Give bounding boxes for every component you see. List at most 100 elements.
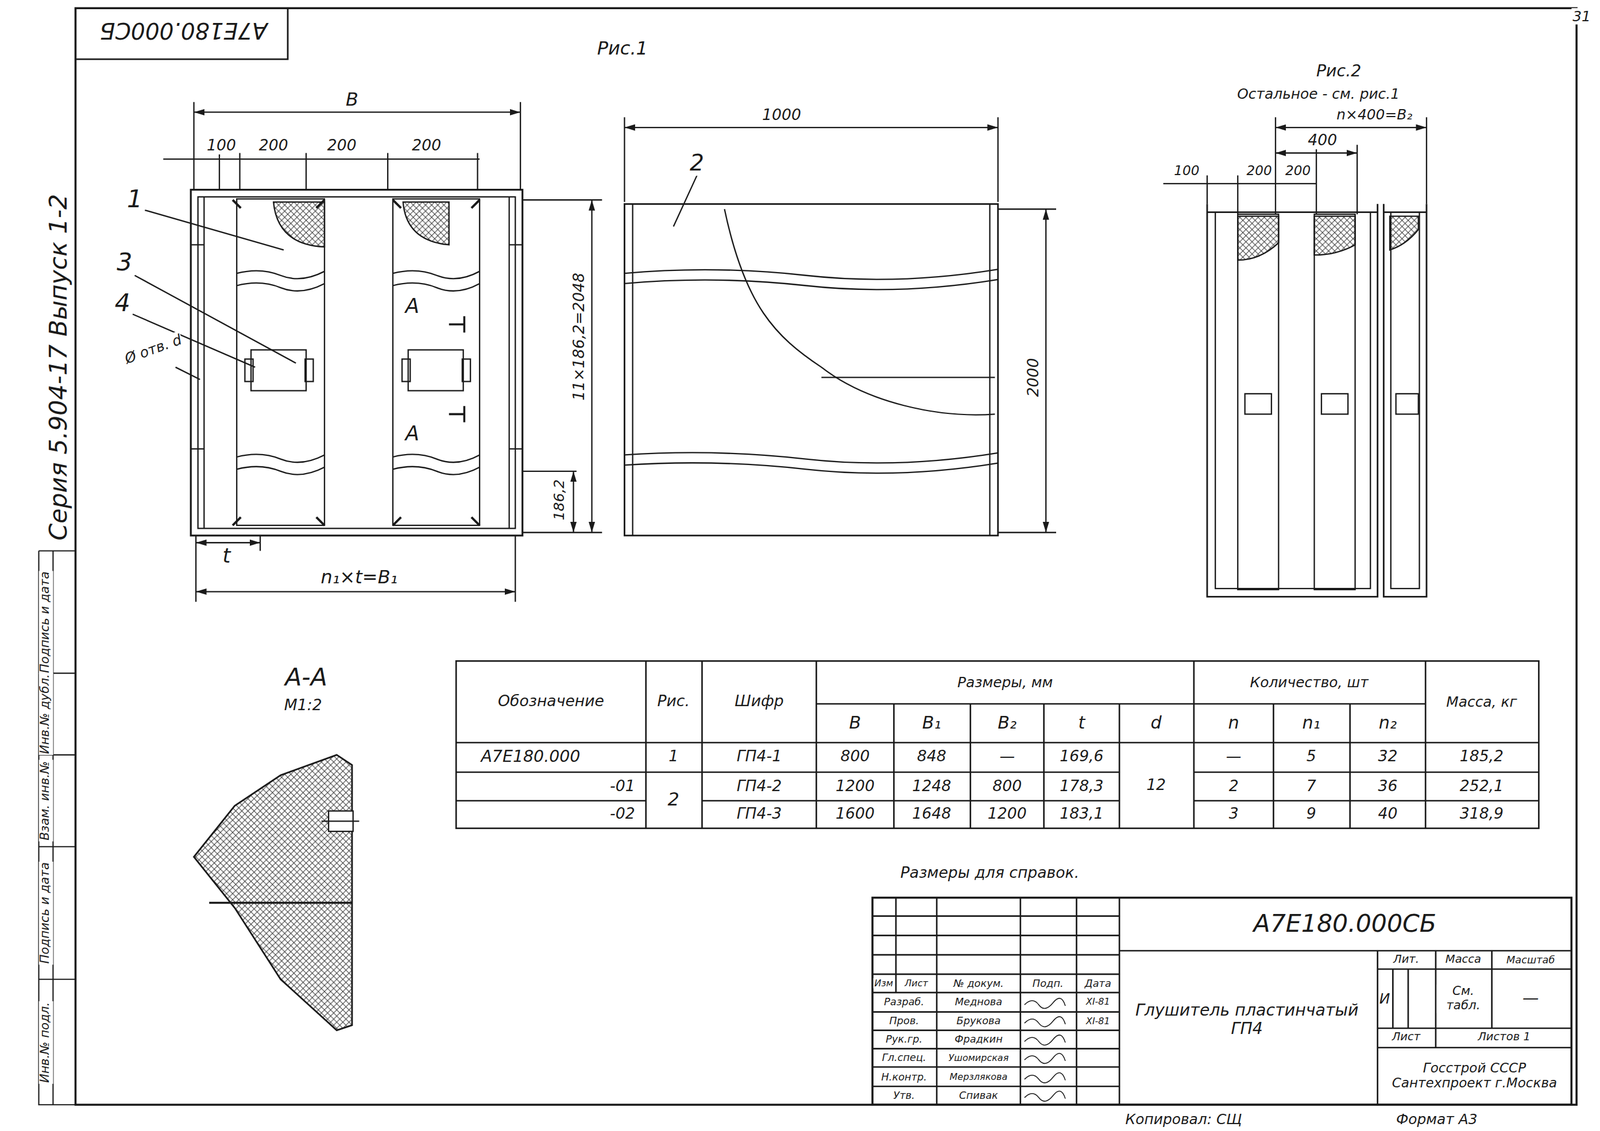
dimension: 200 bbox=[410, 137, 442, 156]
table-header: n₁ bbox=[1301, 713, 1322, 734]
date: XI-81 bbox=[1084, 1015, 1111, 1027]
table-cell: 40 bbox=[1377, 805, 1399, 824]
table-header: B₁ bbox=[921, 713, 942, 734]
role: Гл.спец. bbox=[880, 1052, 928, 1064]
table-cell: 178,3 bbox=[1058, 778, 1105, 796]
table-cell: 3 bbox=[1227, 805, 1240, 824]
table-cell: 185,2 bbox=[1458, 748, 1505, 767]
title-field: Листов 1 bbox=[1476, 1031, 1532, 1045]
table-cell: 848 bbox=[916, 748, 948, 767]
title-field: № докум. bbox=[952, 978, 1005, 990]
title-field: Масса bbox=[1444, 953, 1483, 967]
title-field: — bbox=[1521, 989, 1540, 1009]
role: Рук.гр. bbox=[884, 1033, 924, 1046]
table-cell: 1248 bbox=[911, 778, 953, 796]
table-cell: А7Е180.000 bbox=[480, 747, 582, 767]
dimension: 186,2 bbox=[550, 478, 568, 522]
dimension: t bbox=[221, 544, 232, 568]
table-cell: 1600 bbox=[834, 805, 876, 824]
table-cell: 12 bbox=[1145, 777, 1167, 795]
stamp-field: Инв.№ дубл. bbox=[39, 673, 54, 756]
table-cell: 9 bbox=[1305, 805, 1318, 824]
table-header: B bbox=[848, 713, 863, 734]
table-cell: 5 bbox=[1305, 748, 1318, 767]
table-cell: 252,1 bbox=[1458, 778, 1505, 796]
dimension: 200 bbox=[1245, 163, 1274, 180]
title-field: Лист bbox=[903, 978, 930, 989]
figure-note: Остальное - см. рис.1 bbox=[1235, 85, 1401, 103]
table-cell: ГП4-3 bbox=[735, 805, 783, 824]
table-cell: 800 bbox=[991, 778, 1023, 796]
dimension: n₁×t=B₁ bbox=[319, 566, 400, 589]
role: Утв. bbox=[892, 1090, 917, 1102]
table-header: n bbox=[1227, 713, 1241, 734]
signer: Мерзлякова bbox=[948, 1072, 1009, 1083]
section-mark: А bbox=[404, 294, 421, 319]
callout-number: 1 bbox=[125, 186, 144, 215]
table-cell: ГП4-2 bbox=[735, 778, 783, 796]
table-cell: 800 bbox=[839, 748, 871, 767]
title-field: Изм bbox=[873, 978, 895, 989]
table-header: Обозначение bbox=[496, 693, 606, 711]
section-mark: А bbox=[404, 422, 421, 446]
table-header: Рис. bbox=[656, 693, 691, 711]
page-number: 31 bbox=[1571, 8, 1592, 25]
dimension: B bbox=[344, 89, 360, 111]
table-cell: ГП4-1 bbox=[735, 748, 783, 767]
table-cell: 32 bbox=[1377, 748, 1399, 767]
series-note: Серия 5.904-17 Выпуск 1-2 bbox=[45, 192, 74, 542]
table-cell: -02 bbox=[608, 805, 636, 824]
signer: Спивак bbox=[957, 1090, 999, 1102]
dimension: 200 bbox=[257, 137, 289, 156]
table-note: Размеры для справок. bbox=[899, 864, 1081, 883]
dimension: 400 bbox=[1307, 132, 1339, 150]
role: Н.контр. bbox=[880, 1071, 929, 1084]
signer: Меднова bbox=[953, 996, 1004, 1008]
signer: Фрадкин bbox=[953, 1033, 1004, 1046]
title-field: Лист bbox=[1390, 1031, 1422, 1045]
table-cell: 1648 bbox=[911, 805, 953, 824]
section-title: А-А bbox=[283, 664, 328, 693]
date: XI-81 bbox=[1084, 996, 1111, 1008]
stamp-field: Подпись и дата bbox=[39, 861, 54, 965]
table-header: t bbox=[1077, 713, 1087, 734]
title-code: А7Е180.000СБ bbox=[1252, 910, 1438, 939]
title-field: Дата bbox=[1083, 978, 1113, 990]
dimension: 200 bbox=[326, 137, 358, 156]
title-field: См. табл. bbox=[1436, 984, 1490, 1014]
table-cell: 1200 bbox=[986, 805, 1028, 824]
callout-number: 4 bbox=[113, 290, 132, 319]
table-cell: 1 bbox=[667, 748, 680, 767]
table-header: Шифр bbox=[733, 693, 785, 711]
table-cell: 183,1 bbox=[1058, 805, 1105, 824]
table-header: Размеры, мм bbox=[956, 674, 1054, 691]
dimension: 1000 bbox=[760, 106, 802, 125]
figure-title: Рис.1 bbox=[596, 38, 649, 60]
title-field: Масштаб bbox=[1505, 954, 1556, 966]
stamp-field: Инв.№ подл. bbox=[39, 1001, 54, 1085]
dimension: 200 bbox=[1284, 163, 1312, 180]
signer: Ушомирская bbox=[947, 1052, 1010, 1064]
table-header: B₂ bbox=[996, 713, 1018, 734]
title-name: Глушитель пластинчатый ГП4 bbox=[1128, 1001, 1366, 1039]
dimension: 100 bbox=[205, 137, 237, 156]
organization: Госстрой СССР Сантехпроект г.Москва bbox=[1381, 1061, 1568, 1092]
figure-title: Рис.2 bbox=[1315, 62, 1363, 81]
role: Пров. bbox=[888, 1015, 921, 1027]
scale-note: М1:2 bbox=[283, 697, 323, 716]
table-cell: 7 bbox=[1305, 778, 1318, 796]
dimension: n×400=B₂ bbox=[1335, 106, 1414, 123]
table-header: d bbox=[1149, 713, 1163, 734]
stamp-field: Взам. инв.№ bbox=[39, 760, 54, 842]
table-cell: 318,9 bbox=[1458, 805, 1505, 824]
callout-number: 2 bbox=[688, 150, 705, 177]
title-field: Лит. bbox=[1392, 953, 1421, 967]
table-header: n₂ bbox=[1377, 713, 1398, 734]
table-cell: 169,6 bbox=[1058, 748, 1105, 767]
role: Разраб. bbox=[883, 996, 926, 1008]
table-cell: 2 bbox=[1227, 778, 1240, 796]
callout-number: 3 bbox=[115, 249, 134, 278]
hole-note: Ø отв. d bbox=[121, 330, 185, 367]
stamp-field: Подпись и дата bbox=[39, 570, 54, 675]
